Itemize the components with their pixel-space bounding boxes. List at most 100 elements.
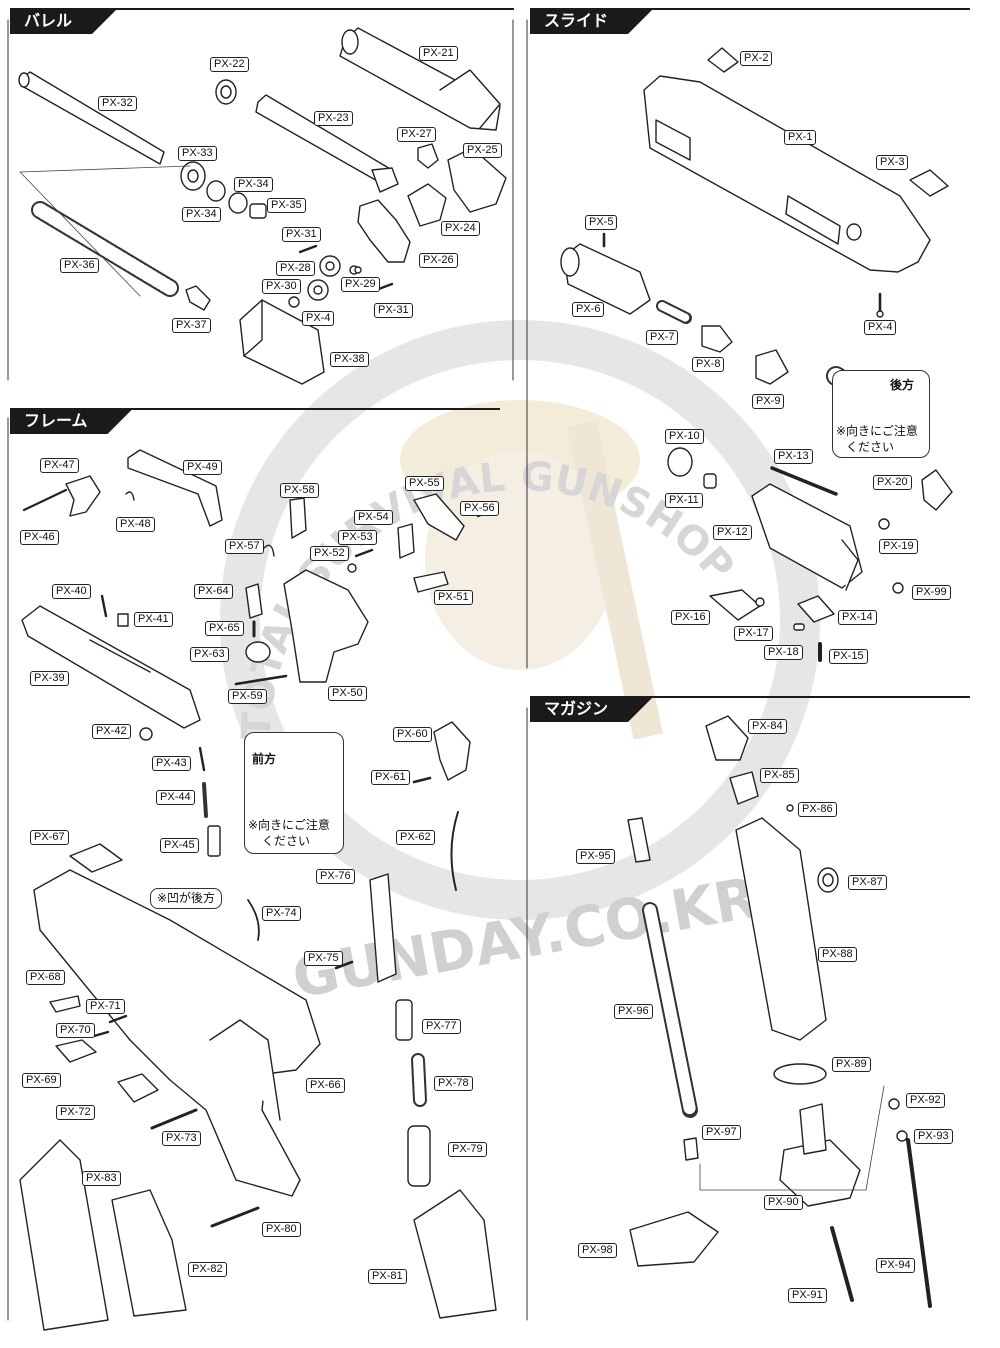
- part-label-px59: PX-59: [228, 689, 267, 704]
- part-label-px82: PX-82: [188, 1262, 227, 1277]
- part-label-px42: PX-42: [92, 724, 131, 739]
- part-label-px67: PX-67: [30, 830, 69, 845]
- part-label-px80: PX-80: [262, 1222, 301, 1237]
- part-label-px9: PX-9: [752, 394, 785, 409]
- rear-direction-label: 後方: [890, 378, 915, 392]
- part-label-px4: PX-4: [302, 311, 335, 326]
- part-label-px92: PX-92: [906, 1093, 945, 1108]
- part-label-px32: PX-32: [98, 96, 137, 111]
- direction-note-line1: ※向きにご注意: [248, 818, 330, 832]
- part-label-px74: PX-74: [262, 906, 301, 921]
- part-label-px6: PX-6: [572, 302, 605, 317]
- part-label-px50: PX-50: [328, 686, 367, 701]
- part-label-px56: PX-56: [460, 501, 499, 516]
- part-label-px47: PX-47: [40, 458, 79, 473]
- orientation-callout-slide: [832, 370, 930, 458]
- part-label-px65: PX-65: [205, 621, 244, 636]
- section-rule: [10, 408, 500, 410]
- part-label-px85: PX-85: [760, 768, 799, 783]
- section-header-magazine: マガジン: [530, 696, 970, 722]
- part-label-px69: PX-69: [22, 1073, 61, 1088]
- part-label-px34: PX-34: [182, 207, 221, 222]
- part-label-px37: PX-37: [172, 318, 211, 333]
- part-label-px79: PX-79: [448, 1142, 487, 1157]
- part-label-px64: PX-64: [194, 584, 233, 599]
- part-label-px62: PX-62: [396, 830, 435, 845]
- part-label-px44: PX-44: [156, 790, 195, 805]
- part-label-px68: PX-68: [26, 970, 65, 985]
- part-label-px77: PX-77: [422, 1019, 461, 1034]
- part-label-px58: PX-58: [280, 483, 319, 498]
- part-label-px26: PX-26: [419, 253, 458, 268]
- part-label-px8: PX-8: [692, 357, 725, 372]
- part-label-px14: PX-14: [838, 610, 877, 625]
- part-label-px75: PX-75: [304, 951, 343, 966]
- part-label-px55: PX-55: [405, 476, 444, 491]
- part-label-px15: PX-15: [829, 649, 868, 664]
- part-label-px46: PX-46: [20, 530, 59, 545]
- part-label-px63: PX-63: [190, 647, 229, 662]
- part-label-px11: PX-11: [665, 493, 703, 508]
- part-label-px70: PX-70: [56, 1023, 95, 1038]
- part-label-px22: PX-22: [210, 57, 249, 72]
- part-label-px94: PX-94: [876, 1258, 915, 1273]
- part-label-px54: PX-54: [354, 510, 393, 525]
- part-label-px33: PX-33: [178, 146, 217, 161]
- part-label-px17: PX-17: [734, 626, 773, 641]
- part-label-px5: PX-5: [585, 215, 618, 230]
- part-label-px48: PX-48: [116, 517, 155, 532]
- part-label-px23: PX-23: [314, 111, 353, 126]
- part-label-px12: PX-12: [713, 525, 752, 540]
- section-header-barrel: バレル: [10, 8, 514, 34]
- section-title: バレル: [10, 8, 118, 34]
- part-label-px91: PX-91: [788, 1288, 827, 1303]
- part-label-px71: PX-71: [86, 999, 125, 1014]
- part-label-px35: PX-35: [267, 198, 306, 213]
- part-label-px93: PX-93: [914, 1129, 953, 1144]
- part-label-px84: PX-84: [748, 719, 787, 734]
- section-title: フレーム: [10, 408, 134, 434]
- part-label-px73: PX-73: [162, 1131, 201, 1146]
- part-label-px36: PX-36: [60, 258, 99, 273]
- section-title: スライド: [530, 8, 654, 34]
- part-label-px90: PX-90: [764, 1195, 803, 1210]
- direction-note-line2: ください: [846, 440, 895, 454]
- part-label-px27: PX-27: [397, 127, 436, 142]
- part-label-px39: PX-39: [30, 671, 69, 686]
- part-label-px98: PX-98: [578, 1243, 617, 1258]
- part-label-px18: PX-18: [764, 645, 803, 660]
- part-label-px97: PX-97: [702, 1125, 741, 1140]
- part-label-px52: PX-52: [310, 546, 349, 561]
- part-label-px2: PX-2: [740, 51, 773, 66]
- part-label-px16: PX-16: [671, 610, 710, 625]
- part-label-px43: PX-43: [152, 756, 191, 771]
- part-label-px31: PX-31: [282, 227, 321, 242]
- part-label-px61: PX-61: [371, 770, 410, 785]
- frame-parts: [19, 449, 497, 1331]
- part-label-px95: PX-95: [576, 849, 615, 864]
- part-label-px40: PX-40: [52, 584, 91, 599]
- part-label-px53: PX-53: [338, 530, 377, 545]
- section-rule: [10, 8, 514, 10]
- part-label-px10: PX-10: [665, 429, 704, 444]
- barrel-parts: [18, 27, 507, 385]
- part-label-px29: PX-29: [341, 277, 380, 292]
- part-label-px25: PX-25: [463, 143, 502, 158]
- part-label-px3: PX-3: [876, 155, 909, 170]
- part-label-px7: PX-7: [646, 330, 679, 345]
- part-label-px81: PX-81: [368, 1269, 407, 1284]
- section-title: マガジン: [530, 696, 654, 722]
- part-label-px24: PX-24: [441, 221, 480, 236]
- recess-rear-note: ※凹が後方: [150, 888, 223, 909]
- part-label-px13: PX-13: [774, 449, 813, 464]
- magazine-parts: [627, 715, 932, 1308]
- part-label-px1: PX-1: [784, 130, 817, 145]
- part-label-px57: PX-57: [225, 539, 264, 554]
- part-label-px51: PX-51: [434, 590, 473, 605]
- part-label-px41: PX-41: [134, 612, 173, 627]
- orientation-callout-frame: [244, 732, 344, 854]
- part-label-px34: PX-34: [234, 177, 273, 192]
- part-label-px19: PX-19: [879, 539, 918, 554]
